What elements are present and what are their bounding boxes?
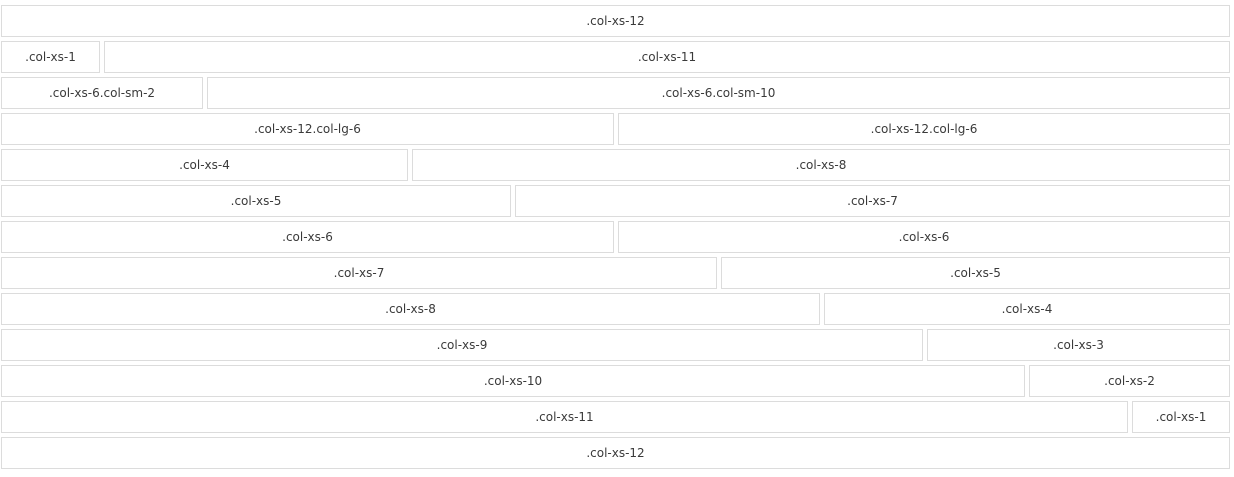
grid-cell: .col-xs-4	[1, 149, 408, 181]
grid-cell: .col-xs-8	[1, 293, 820, 325]
grid-cell: .col-xs-4	[824, 293, 1230, 325]
grid-cell: .col-xs-1	[1132, 401, 1230, 433]
grid-cell: .col-xs-7	[1, 257, 717, 289]
grid-cell: .col-xs-6.col-sm-2	[1, 77, 203, 109]
grid-cell: .col-xs-1	[1, 41, 100, 73]
grid-cell: .col-xs-12	[1, 437, 1230, 469]
grid-cell: .col-xs-6	[1, 221, 614, 253]
grid-cell: .col-xs-3	[927, 329, 1230, 361]
grid-cell: .col-xs-6	[618, 221, 1230, 253]
grid-cell: .col-xs-11	[1, 401, 1128, 433]
grid-cell: .col-xs-12.col-lg-6	[1, 113, 614, 145]
grid-cell: .col-xs-12.col-lg-6	[618, 113, 1230, 145]
grid-cell: .col-xs-9	[1, 329, 923, 361]
grid-cell: .col-xs-6.col-sm-10	[207, 77, 1230, 109]
grid-cell: .col-xs-10	[1, 365, 1025, 397]
grid-cell: .col-xs-2	[1029, 365, 1230, 397]
grid-cell: .col-xs-8	[412, 149, 1230, 181]
grid-cell: .col-xs-5	[1, 185, 511, 217]
grid-cell: .col-xs-12	[1, 5, 1230, 37]
grid-cell: .col-xs-7	[515, 185, 1230, 217]
grid-cell: .col-xs-11	[104, 41, 1230, 73]
grid-cell: .col-xs-5	[721, 257, 1230, 289]
